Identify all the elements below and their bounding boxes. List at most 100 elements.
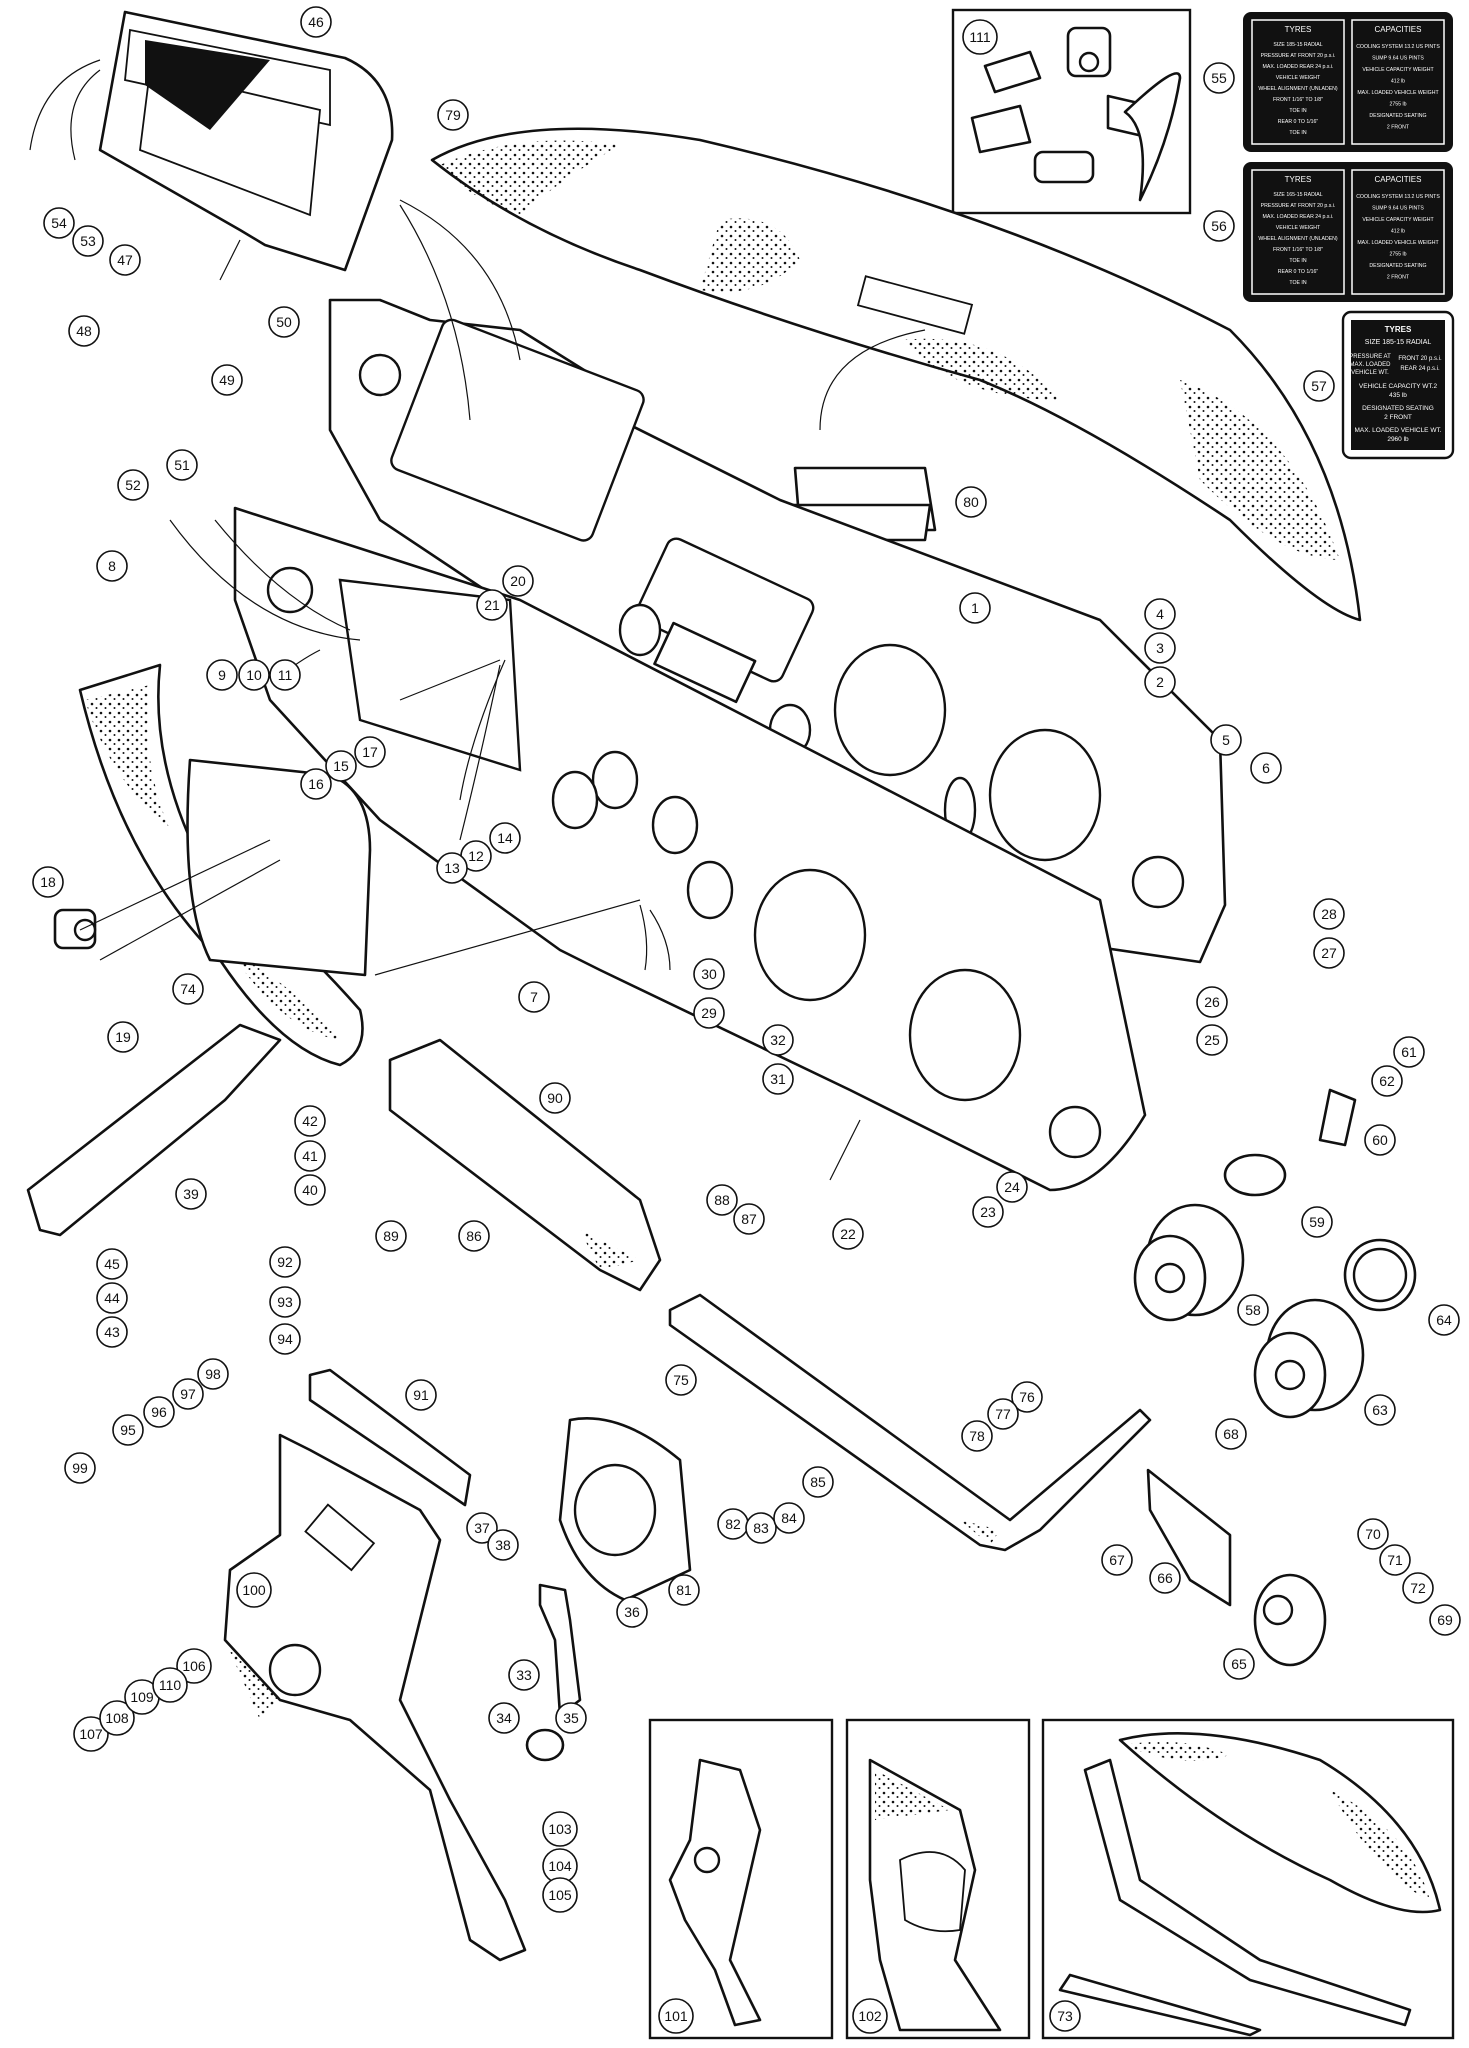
callout-number: 101 [664, 2008, 688, 2024]
callout-circle [152, 1667, 188, 1703]
plate-row: TOE IN [1289, 258, 1306, 264]
plate-57-max-value: 2960 lb [1387, 436, 1409, 443]
callout-number: 91 [413, 1387, 429, 1403]
plate-57-seating-value: 2 FRONT [1384, 414, 1412, 421]
callout-99: 99 [64, 1452, 96, 1484]
plate-row: COOLING SYSTEM 13.2 US PINTS [1356, 194, 1440, 200]
speaker-part-81 [558, 1417, 692, 1602]
callout-51: 51 [166, 449, 198, 481]
callout-111: 111 [962, 19, 998, 55]
callout-number: 74 [180, 981, 196, 997]
callout-circle [502, 565, 534, 597]
callout-number: 50 [276, 314, 292, 330]
callout-92: 92 [269, 1246, 301, 1278]
callout-number: 17 [362, 744, 378, 760]
callout-55: 55 [1203, 62, 1235, 94]
callout-45: 45 [96, 1248, 128, 1280]
callout-number: 31 [770, 1071, 786, 1087]
callout-number: 11 [278, 667, 293, 683]
callout-17: 17 [354, 736, 386, 768]
callout-circle [961, 1420, 993, 1452]
plate-57-pressure-l1: PRESSURE AT [1349, 354, 1391, 360]
callout-circle [1210, 724, 1242, 756]
callout-59: 59 [1301, 1206, 1333, 1238]
plate-row: FRONT 1/16" TO 1/8" [1273, 97, 1323, 103]
callout-number: 21 [484, 597, 500, 613]
callout-number: 20 [510, 573, 526, 589]
plate-row: TOE IN [1289, 280, 1306, 286]
gauge-part-63 [1253, 1298, 1365, 1419]
callout-77: 77 [987, 1398, 1019, 1430]
clip-part-60 [1318, 1088, 1357, 1147]
callout-circle [1357, 1518, 1389, 1550]
callout-61: 61 [1393, 1036, 1425, 1068]
callout-81: 81 [668, 1574, 700, 1606]
callout-109: 109 [124, 1679, 160, 1715]
callout-circle [1196, 1024, 1228, 1056]
callout-number: 34 [496, 1710, 512, 1726]
callout-circle [436, 852, 468, 884]
callout-number: 46 [308, 14, 324, 30]
callout-circle [166, 449, 198, 481]
callout-number: 86 [466, 1228, 482, 1244]
callout-68: 68 [1215, 1418, 1247, 1450]
callout-number: 14 [497, 830, 513, 846]
callout-number: 2 [1156, 674, 1164, 690]
bracket-part-39 [26, 1023, 282, 1237]
callout-86: 86 [458, 1220, 490, 1252]
callout-18: 18 [32, 866, 64, 898]
callout-circle [1303, 370, 1335, 402]
callout-28: 28 [1313, 898, 1345, 930]
plate-row: VEHICLE CAPACITY WEIGHT [1362, 217, 1434, 223]
callout-circle [96, 550, 128, 582]
callout-number: 42 [302, 1113, 318, 1129]
callout-circle [176, 1648, 212, 1684]
callout-circle [1215, 1418, 1247, 1450]
callout-number: 51 [174, 457, 190, 473]
plate-row: REAR 0 TO 1/16" [1278, 119, 1319, 125]
callout-number: 45 [104, 1256, 120, 1272]
callout-number: 27 [1321, 945, 1337, 961]
callout-number: 68 [1223, 1426, 1239, 1442]
callout-circle [555, 1702, 587, 1734]
callout-circle [832, 1218, 864, 1250]
plate-57-capacity-label: VEHICLE CAPACITY WT.2 [1359, 383, 1438, 390]
callout-number: 47 [117, 252, 133, 268]
callout-94: 94 [269, 1323, 301, 1355]
callout-43: 43 [96, 1316, 128, 1348]
callout-number: 99 [72, 1460, 88, 1476]
callout-circle [354, 736, 386, 768]
callout-65: 65 [1223, 1648, 1255, 1680]
callout-circle [668, 1574, 700, 1606]
callout-number: 70 [1365, 1526, 1381, 1542]
callout-number: 88 [714, 1192, 730, 1208]
callout-number: 81 [676, 1582, 692, 1598]
callout-19: 19 [107, 1021, 139, 1053]
callout-15: 15 [325, 750, 357, 782]
callout-number: 60 [1372, 1132, 1388, 1148]
callout-number: 23 [980, 1204, 996, 1220]
callout-number: 94 [277, 1331, 293, 1347]
callout-101: 101 [658, 1998, 694, 2034]
callout-circle [294, 1105, 326, 1137]
plate-57-pressure-l2: MAX. LOADED [1349, 362, 1391, 368]
callout-circle [300, 6, 332, 38]
callout-79: 79 [437, 99, 469, 131]
callout-58: 58 [1237, 1294, 1269, 1326]
callout-91: 91 [405, 1379, 437, 1411]
callout-circle [1313, 898, 1345, 930]
plate-row: FRONT 1/16" TO 1/8" [1273, 247, 1323, 253]
callout-number: 38 [495, 1537, 511, 1553]
callout-number: 58 [1245, 1302, 1261, 1318]
callout-circle [236, 1572, 272, 1608]
callout-number: 41 [302, 1148, 318, 1164]
callout-46: 46 [300, 6, 332, 38]
callout-circle [773, 1502, 805, 1534]
callout-circle [325, 750, 357, 782]
callout-circle [1144, 666, 1176, 698]
callout-16: 16 [300, 768, 332, 800]
callout-number: 111 [969, 29, 990, 45]
callout-number: 37 [474, 1520, 490, 1536]
